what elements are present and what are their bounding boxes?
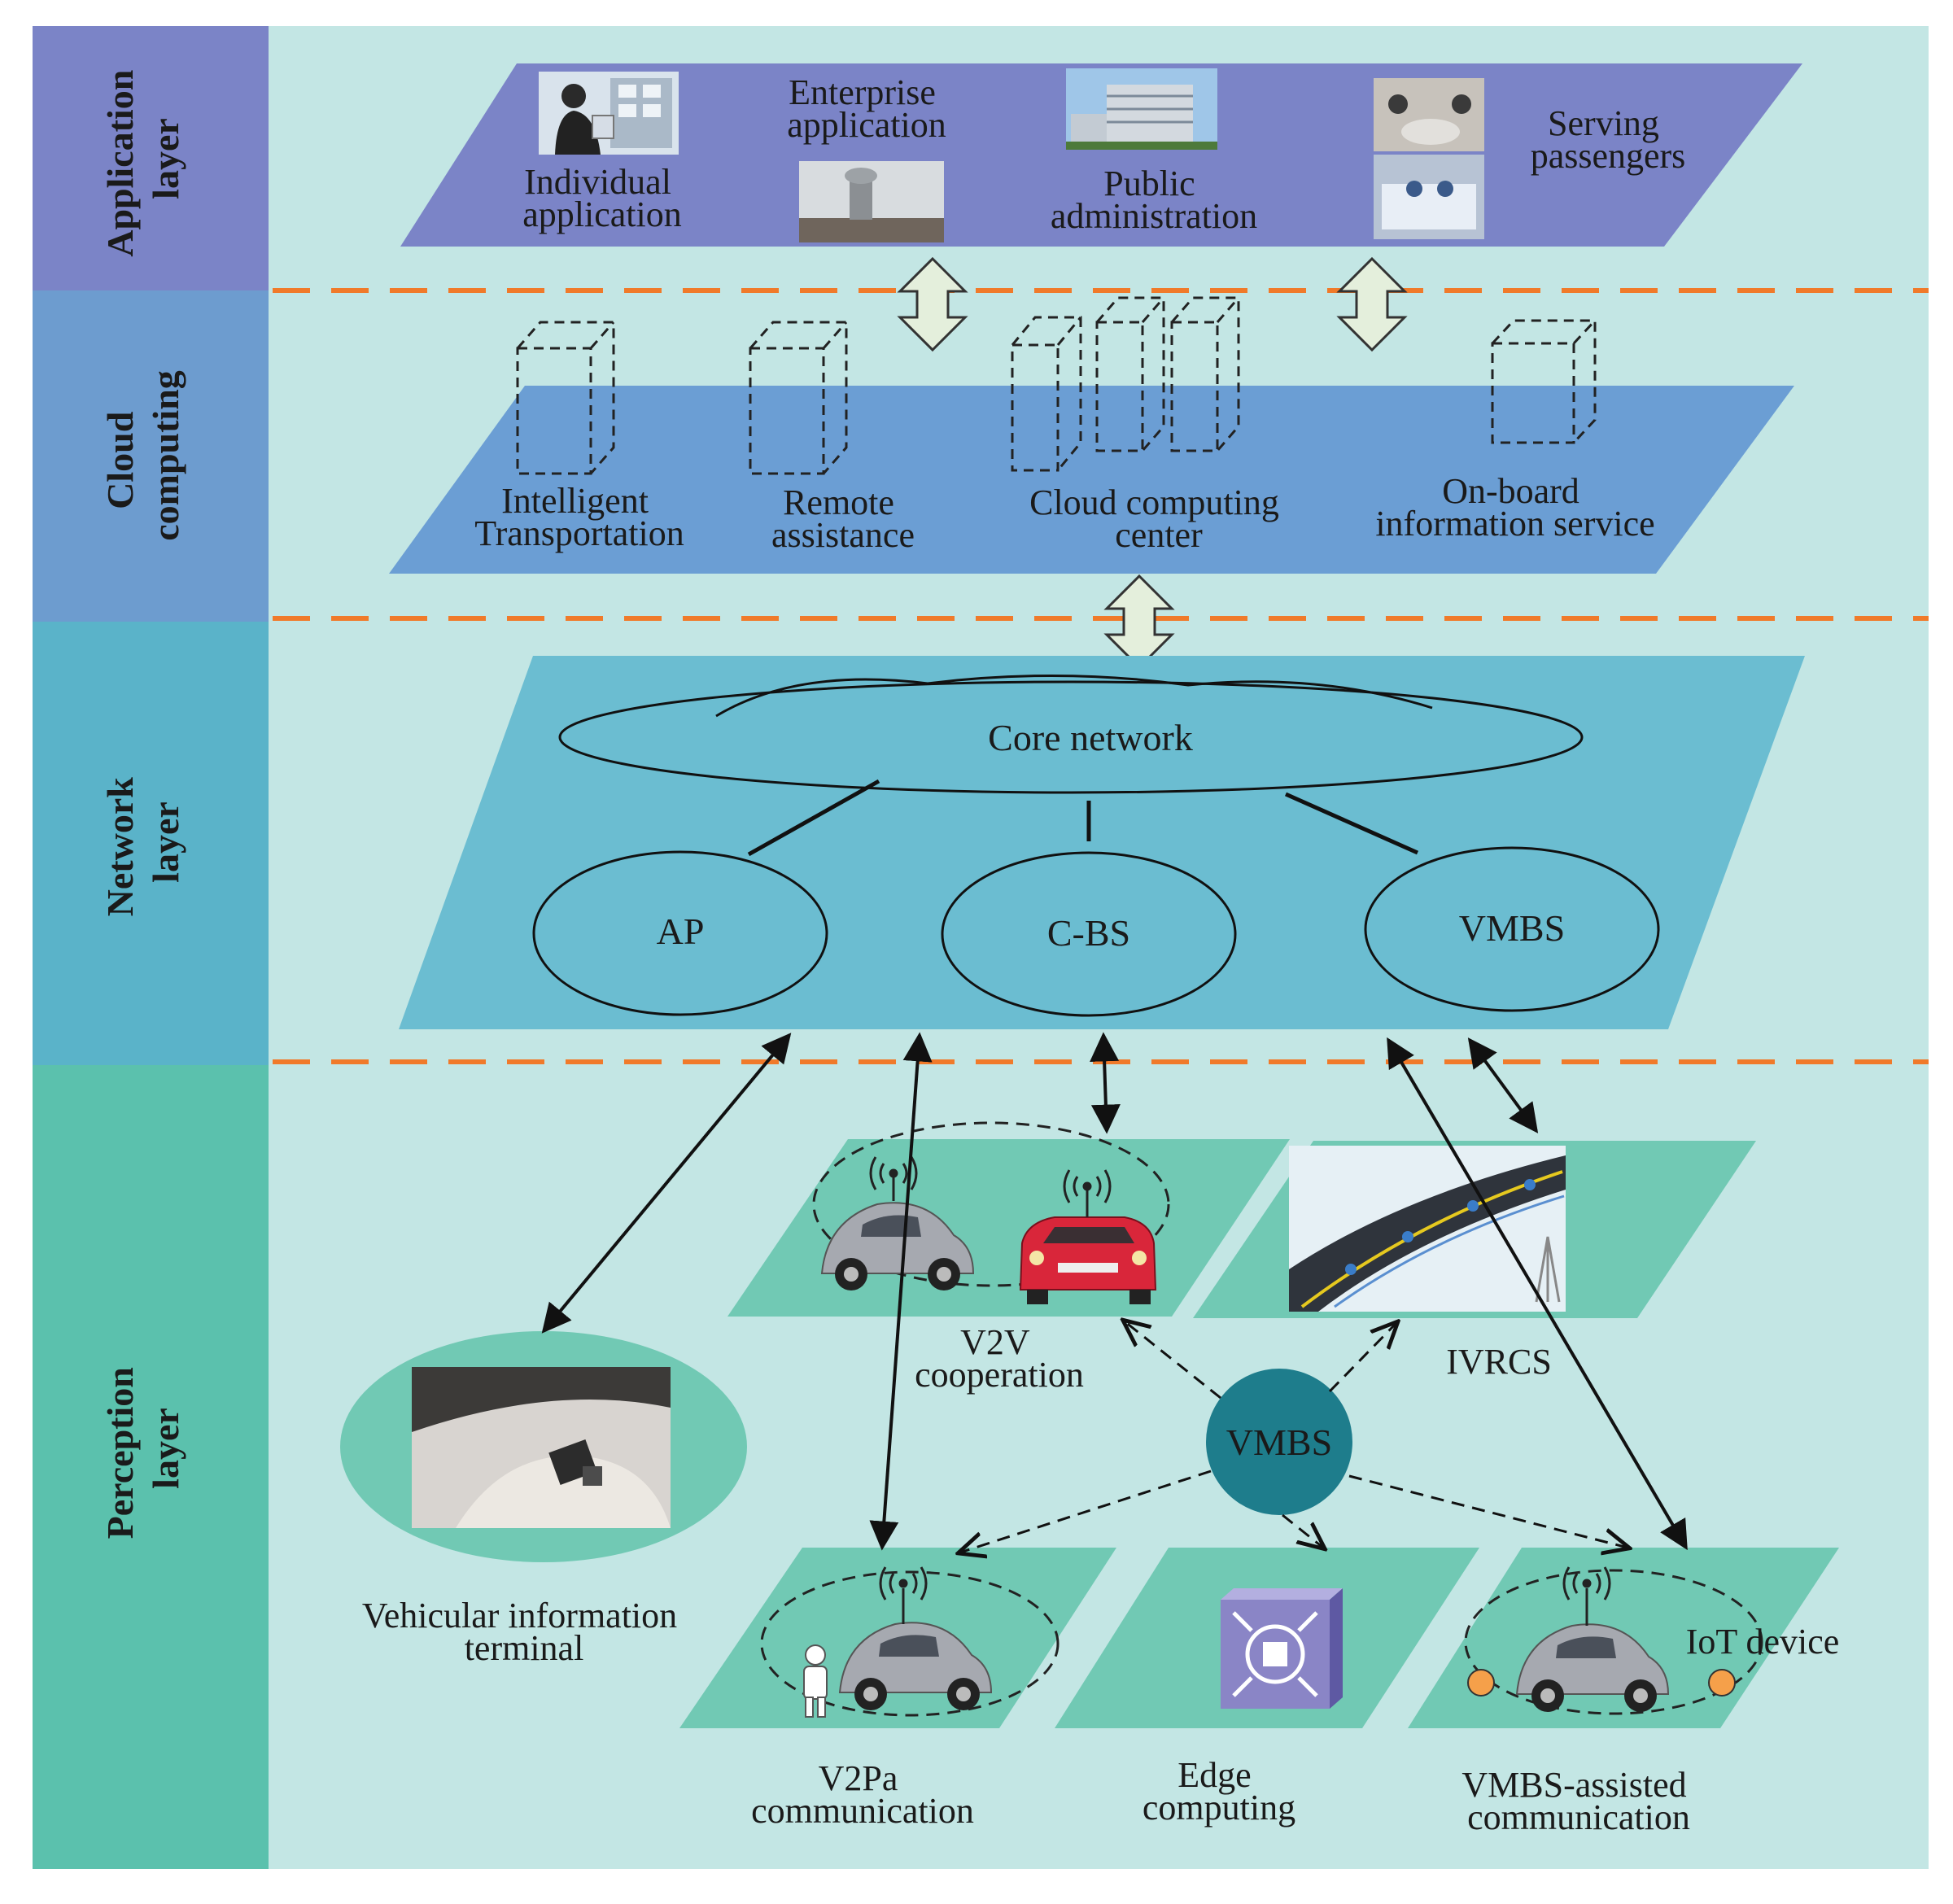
hub-to-v2pa	[960, 1469, 1212, 1552]
onboard-information-label: On-board information service	[1375, 471, 1654, 544]
cbs-node	[941, 851, 1237, 1017]
vmbs-network-label: VMBS	[1459, 907, 1565, 949]
vmbs-network-node	[1364, 846, 1660, 1012]
iot-device-icon-left	[1467, 1669, 1495, 1697]
server-box-center-1	[1011, 316, 1082, 472]
link-core-vmbs	[1284, 792, 1419, 855]
ivrcs-label: IVRCS	[1446, 1342, 1552, 1382]
individual-application-label: Individual application	[522, 162, 682, 234]
vmbs-hub-label: VMBS	[1226, 1421, 1332, 1463]
individual-application-picture	[539, 72, 679, 155]
side-label-perception-line1: Perception	[99, 1367, 141, 1539]
public-administration-picture	[1066, 68, 1217, 150]
core-network-cloud	[558, 680, 1584, 794]
side-label-network-line2: layer	[145, 801, 186, 883]
side-band-application	[33, 26, 269, 290]
side-label-network-line1: Network	[99, 777, 141, 917]
cbs-label: C-BS	[1047, 912, 1130, 954]
side-label-cloud-line2: computing	[145, 370, 186, 541]
its-label: Intelligent Transportation	[474, 481, 684, 553]
link-vmbs-ivrcs	[1467, 1037, 1539, 1133]
ap-label: AP	[657, 911, 705, 952]
network-plane	[399, 656, 1805, 1029]
core-network-cloud-bump	[715, 675, 1433, 718]
link-vmbs-assisted	[1387, 1037, 1688, 1551]
v2pa-car	[838, 1622, 993, 1710]
side-label-perception: Perception layer	[99, 1358, 186, 1539]
side-label-application-line1: Application	[99, 70, 141, 257]
server-box-its	[516, 321, 615, 475]
double-arrow-app-cloud-left	[897, 256, 968, 352]
vmbs-assisted-label: VMBS-assisted communication	[1461, 1765, 1695, 1837]
ap-node	[532, 850, 828, 1016]
vehicular-terminal-label: Vehicular information terminal	[362, 1596, 686, 1668]
ivrcs-picture	[1289, 1146, 1566, 1312]
side-band-perception	[33, 1065, 269, 1869]
link-core-ap	[747, 779, 880, 857]
server-box-center-3	[1170, 296, 1240, 452]
side-label-cloud-line1: Cloud	[99, 411, 141, 509]
v2pa-range	[760, 1570, 1060, 1717]
side-label-application: Application layer	[99, 60, 186, 257]
remote-assistance-label: Remote assistance	[771, 483, 915, 555]
serving-passengers-picture	[1374, 78, 1484, 239]
side-label-perception-line2: layer	[145, 1408, 186, 1489]
link-ap-v2pa	[869, 1032, 933, 1551]
serving-passengers-label: Serving passengers	[1531, 103, 1686, 176]
v2v-signal-icon-2	[1063, 1169, 1112, 1217]
hub-to-edge	[1282, 1513, 1323, 1548]
enterprise-application-picture	[799, 161, 944, 242]
enterprise-application-label: Enterprise application	[787, 72, 946, 145]
iot-device-icon-right	[1708, 1669, 1736, 1697]
iot-device-label: IoT device	[1686, 1622, 1840, 1662]
v2v-red-car	[1019, 1216, 1157, 1304]
link-ap-terminal	[541, 1033, 792, 1334]
side-band-cloud	[33, 290, 269, 622]
public-administration-label: Public administration	[1051, 164, 1257, 236]
cloud-plane	[389, 386, 1794, 574]
v2v-label: V2V cooperation	[915, 1322, 1084, 1395]
edge-computing-icon	[1221, 1588, 1343, 1709]
pedestrian-icon	[803, 1644, 828, 1718]
server-box-remote	[749, 321, 848, 475]
side-label-application-line2: layer	[145, 118, 186, 199]
edge-computing-label: Edge computing	[1143, 1755, 1295, 1828]
cloud-computing-center-label: Cloud computing center	[1029, 483, 1288, 555]
side-label-cloud: Cloud computing	[99, 370, 186, 541]
server-box-onboard	[1491, 319, 1597, 444]
vmbs-assisted-signal-icon	[1562, 1566, 1611, 1626]
side-band-network	[33, 622, 269, 1065]
server-box-center-2	[1095, 296, 1165, 452]
hub-to-assisted	[1348, 1474, 1628, 1548]
hub-to-ivrcs	[1328, 1323, 1396, 1393]
link-cbs-v2v	[1090, 1032, 1121, 1134]
side-label-network: Network layer	[99, 768, 186, 917]
v2pa-signal-icon	[879, 1566, 928, 1624]
core-network-label: Core network	[988, 717, 1193, 758]
vmbs-hub	[1206, 1369, 1352, 1515]
vmbs-assisted-range	[1464, 1569, 1763, 1715]
v2v-range	[812, 1121, 1170, 1287]
vmbs-assisted-car	[1515, 1623, 1670, 1712]
double-arrow-app-cloud-right	[1336, 256, 1408, 352]
vehicular-terminal-picture	[412, 1367, 671, 1528]
v2pa-label: V2Pa communication	[751, 1758, 974, 1831]
